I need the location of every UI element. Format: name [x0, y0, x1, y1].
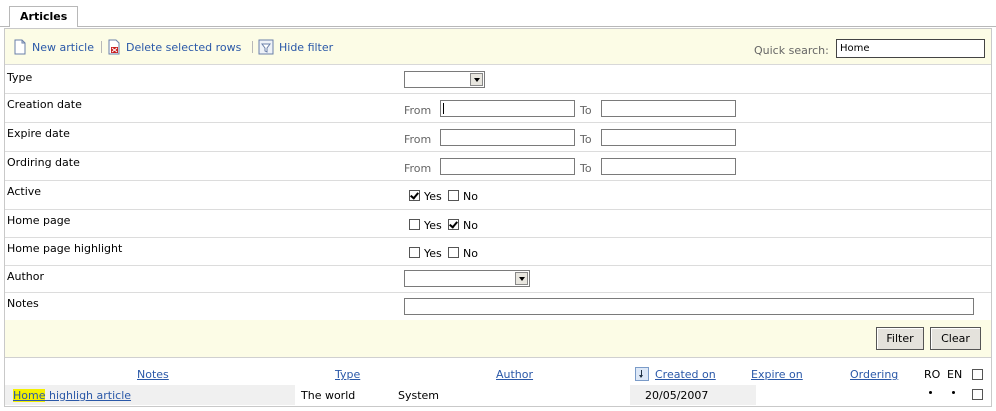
home-page-no-checkbox[interactable]	[448, 219, 459, 230]
new-article-label: New article	[32, 40, 94, 54]
expire-from-label: From	[404, 133, 432, 146]
filter-row-ordering-date: Ordiring date From To	[5, 152, 991, 181]
filter-icon	[258, 39, 274, 55]
delete-rows-label: Delete selected rows	[126, 40, 242, 54]
home-page-yes-checkbox[interactable]	[409, 219, 420, 230]
creation-to-input[interactable]	[601, 100, 736, 117]
hide-filter-button[interactable]: Hide filter	[258, 39, 333, 55]
filter-row-author: Author	[5, 266, 991, 293]
articles-panel: New article Delete selected rows Hide fi…	[4, 28, 992, 407]
ordering-to-input[interactable]	[601, 158, 736, 175]
expire-to-label: To	[580, 133, 592, 146]
row-type: The world	[301, 389, 356, 402]
toolbar-separator	[252, 41, 253, 53]
row-notes-text: highligh article	[45, 389, 132, 402]
active-label: Active	[7, 185, 42, 198]
chevron-down-icon	[515, 272, 528, 285]
en-status-dot-icon	[952, 391, 955, 394]
column-header-ro: RO	[924, 368, 941, 381]
tab-divider	[0, 26, 996, 27]
creation-from-input[interactable]	[440, 100, 575, 117]
column-header-notes[interactable]: Notes	[137, 368, 169, 381]
quick-search-input[interactable]	[836, 39, 985, 58]
search-highlight: Home	[13, 389, 46, 402]
filter-row-expire-date: Expire date From To	[5, 123, 991, 152]
ro-status-dot-icon	[929, 391, 932, 394]
created-cell-bg	[630, 385, 756, 405]
table-row[interactable]: Home highligh article The world System 2…	[5, 385, 991, 405]
column-header-expire-on[interactable]: Expire on	[751, 368, 803, 381]
expire-from-input[interactable]	[440, 129, 575, 146]
filter-button-bar: Filter Clear	[5, 320, 991, 358]
active-yes-checkbox[interactable]	[409, 190, 420, 201]
author-label: Author	[7, 270, 45, 283]
active-yes-label: Yes	[424, 190, 442, 203]
quick-search-label: Quick search:	[754, 44, 829, 57]
author-select[interactable]	[404, 270, 530, 287]
select-all-checkbox[interactable]	[972, 369, 983, 380]
row-notes-link[interactable]: Home highligh article	[13, 389, 131, 402]
column-header-en: EN	[947, 368, 963, 381]
new-document-icon	[14, 39, 26, 55]
hide-filter-label: Hide filter	[279, 40, 334, 54]
home-highlight-no-label: No	[463, 247, 478, 260]
toolbar-separator	[101, 41, 102, 53]
notes-label: Notes	[7, 297, 39, 310]
type-label: Type	[7, 71, 33, 84]
home-highlight-yes-label: Yes	[424, 247, 442, 260]
column-header-type[interactable]: Type	[335, 368, 361, 381]
toolbar: New article Delete selected rows Hide fi…	[5, 29, 991, 65]
creation-to-label: To	[580, 104, 592, 117]
notes-input[interactable]	[404, 298, 974, 315]
filter-button[interactable]: Filter	[876, 327, 924, 350]
column-header-author[interactable]: Author	[496, 368, 534, 381]
home-highlight-yes-checkbox[interactable]	[409, 247, 420, 258]
ordering-date-label: Ordiring date	[7, 156, 80, 169]
active-no-checkbox[interactable]	[448, 190, 459, 201]
notes-cell-bg	[5, 385, 295, 405]
sort-descending-icon[interactable]	[635, 367, 649, 381]
active-no-label: No	[463, 190, 478, 203]
filter-row-active: Active Yes No	[5, 181, 991, 210]
text-cursor	[443, 103, 444, 114]
row-created-on: 20/05/2007	[645, 389, 709, 402]
tab-articles[interactable]: Articles	[9, 6, 79, 27]
ordering-to-label: To	[580, 162, 592, 175]
creation-from-label: From	[404, 104, 432, 117]
column-header-created-on[interactable]: Created on	[655, 368, 716, 381]
expire-date-label: Expire date	[7, 127, 70, 140]
delete-icon	[108, 39, 120, 55]
expire-to-input[interactable]	[601, 129, 736, 146]
ordering-from-label: From	[404, 162, 432, 175]
filter-row-notes: Notes	[5, 293, 991, 320]
type-select[interactable]	[404, 71, 485, 88]
home-page-yes-label: Yes	[424, 219, 442, 232]
row-author: System	[398, 389, 440, 402]
filter-row-type: Type	[5, 65, 991, 94]
column-header-ordering[interactable]: Ordering	[850, 368, 899, 381]
home-page-label: Home page	[7, 214, 71, 227]
delete-rows-button[interactable]: Delete selected rows	[107, 39, 241, 55]
row-select-checkbox[interactable]	[972, 389, 983, 400]
ordering-from-input[interactable]	[440, 158, 575, 175]
home-highlight-label: Home page highlight	[7, 242, 123, 255]
filter-row-home-highlight: Home page highlight Yes No	[5, 238, 991, 266]
filter-row-home-page: Home page Yes No	[5, 210, 991, 238]
home-page-no-label: No	[463, 219, 478, 232]
new-article-button[interactable]: New article	[13, 39, 94, 55]
chevron-down-icon	[470, 73, 483, 86]
home-highlight-no-checkbox[interactable]	[448, 247, 459, 258]
clear-button[interactable]: Clear	[930, 327, 981, 350]
filter-row-creation-date: Creation date From To	[5, 94, 991, 123]
creation-date-label: Creation date	[7, 98, 82, 111]
